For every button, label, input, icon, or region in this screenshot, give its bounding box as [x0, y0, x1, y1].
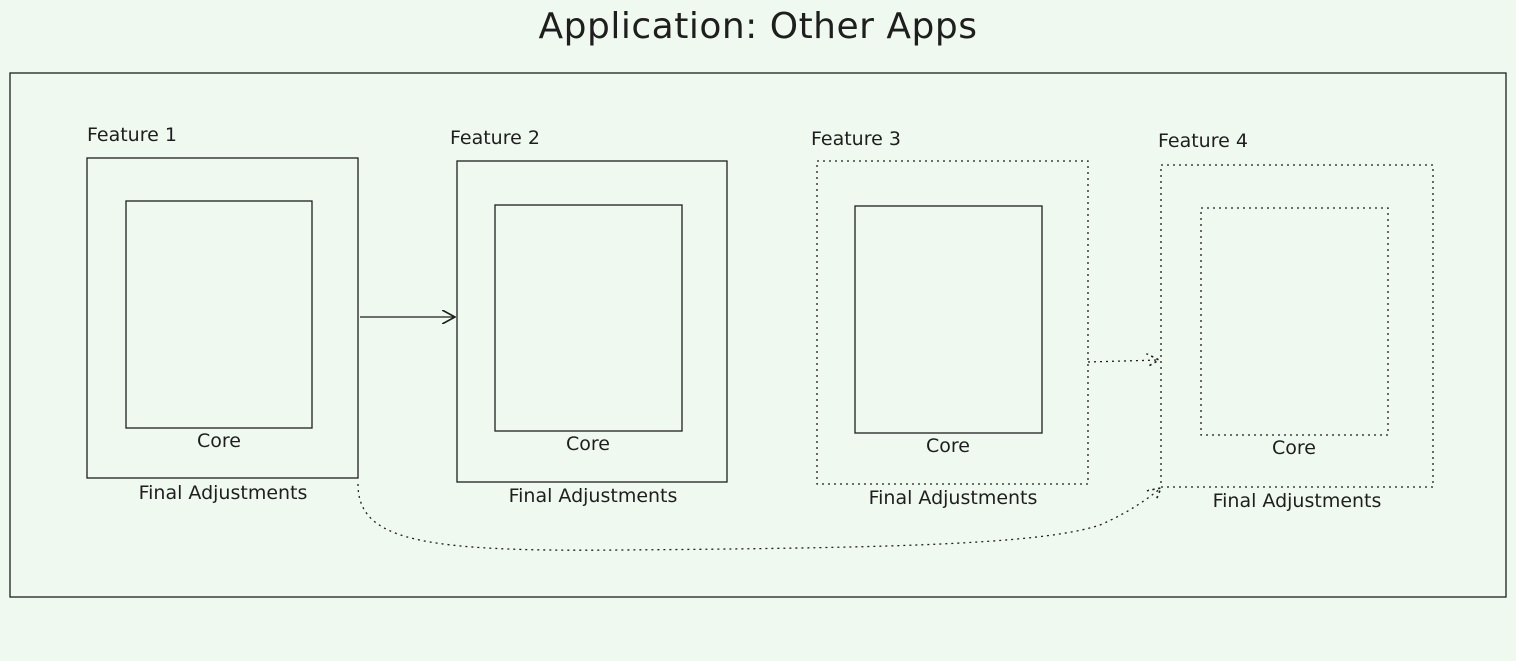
diagram-title: Application: Other Apps: [538, 6, 978, 47]
feature-2-outer-box: [456, 160, 728, 483]
feature-2-final-label: Final Adjustments: [508, 485, 678, 507]
feature-3-outer-box: [816, 160, 1089, 485]
feature-4-outer-box: [1160, 164, 1434, 488]
feature-3-final-label: Final Adjustments: [868, 487, 1038, 509]
arrow-feature-3-to-feature-4: [1087, 360, 1159, 362]
feature-4-core-label: Core: [1272, 437, 1316, 459]
feature-3-label: Feature 3: [811, 128, 901, 150]
feature-4-label: Feature 4: [1158, 130, 1248, 152]
feature-2-label: Feature 2: [450, 127, 540, 149]
application-frame: [9, 72, 1507, 598]
feature-2-core-label: Core: [566, 433, 610, 455]
feature-4-final-label: Final Adjustments: [1212, 490, 1382, 512]
feature-1-core-box: [125, 200, 313, 429]
feature-1-core-label: Core: [197, 430, 241, 452]
feature-2-core-box: [494, 204, 683, 432]
feature-1-final-label: Final Adjustments: [138, 482, 308, 504]
feature-1-outer-box: [86, 157, 359, 479]
feature-3-core-label: Core: [926, 435, 970, 457]
feature-4-core-box: [1200, 207, 1389, 436]
feature-1-label: Feature 1: [87, 124, 177, 146]
feature-3-core-box: [854, 205, 1043, 434]
